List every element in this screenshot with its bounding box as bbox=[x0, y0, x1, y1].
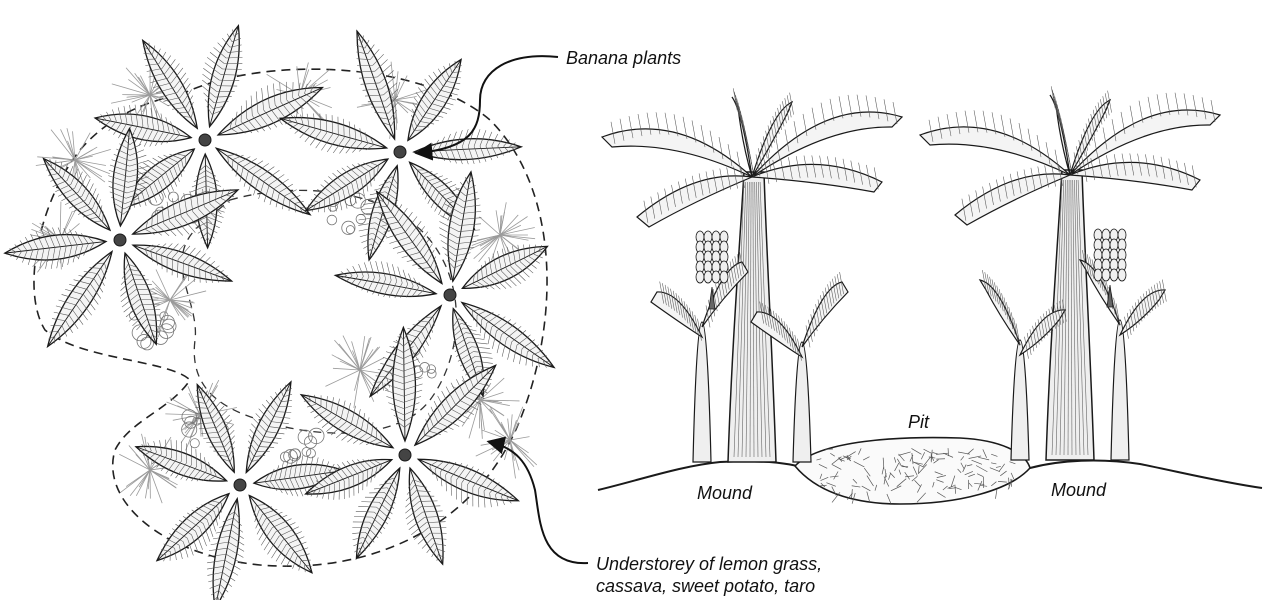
leaf bbox=[143, 40, 198, 128]
understorey-shrubs bbox=[129, 190, 436, 463]
leaf bbox=[246, 382, 292, 473]
leaf bbox=[637, 166, 752, 227]
leaf bbox=[120, 253, 160, 344]
grass-tuft bbox=[476, 407, 537, 479]
banana-plant-side bbox=[920, 86, 1220, 460]
leaf bbox=[415, 365, 496, 445]
leaf bbox=[980, 270, 1020, 345]
leaf bbox=[301, 395, 393, 448]
leaf bbox=[5, 227, 106, 268]
leaf bbox=[280, 113, 386, 153]
leaf bbox=[202, 26, 242, 127]
leaf bbox=[405, 468, 446, 564]
leaf bbox=[414, 129, 521, 164]
mound-right-label: Mound bbox=[1051, 480, 1107, 500]
leaf bbox=[418, 459, 518, 507]
pit-label: Pit bbox=[908, 412, 930, 432]
banana-plant-top bbox=[301, 327, 518, 564]
top-view-banana-circle bbox=[5, 26, 554, 600]
leaf bbox=[802, 272, 848, 347]
banana-bunch bbox=[1094, 229, 1126, 307]
leaf bbox=[216, 148, 310, 214]
mound-left-label: Mound bbox=[697, 483, 753, 503]
leaf bbox=[249, 496, 312, 573]
pit bbox=[795, 438, 1030, 504]
banana-plants-side-view bbox=[602, 86, 1220, 462]
leaf bbox=[651, 282, 702, 341]
banana-plant-side bbox=[602, 88, 902, 462]
leaf bbox=[356, 31, 398, 139]
leaf bbox=[133, 243, 232, 282]
understorey-label-line1: Understorey of lemon grass, bbox=[596, 554, 822, 574]
leaf bbox=[602, 112, 752, 177]
understorey-label-line2: cassava, sweet potato, taro bbox=[596, 576, 815, 596]
understorey-arrow bbox=[490, 442, 588, 563]
leaf bbox=[955, 164, 1070, 225]
leaf bbox=[920, 110, 1070, 175]
side-view-mound-and-pit bbox=[598, 86, 1262, 504]
banana-plants-label: Banana plants bbox=[566, 48, 681, 68]
leaf bbox=[1120, 280, 1166, 339]
banana-plants-top-view bbox=[5, 26, 554, 600]
grass-tuft bbox=[325, 336, 388, 408]
leaf bbox=[408, 59, 462, 140]
